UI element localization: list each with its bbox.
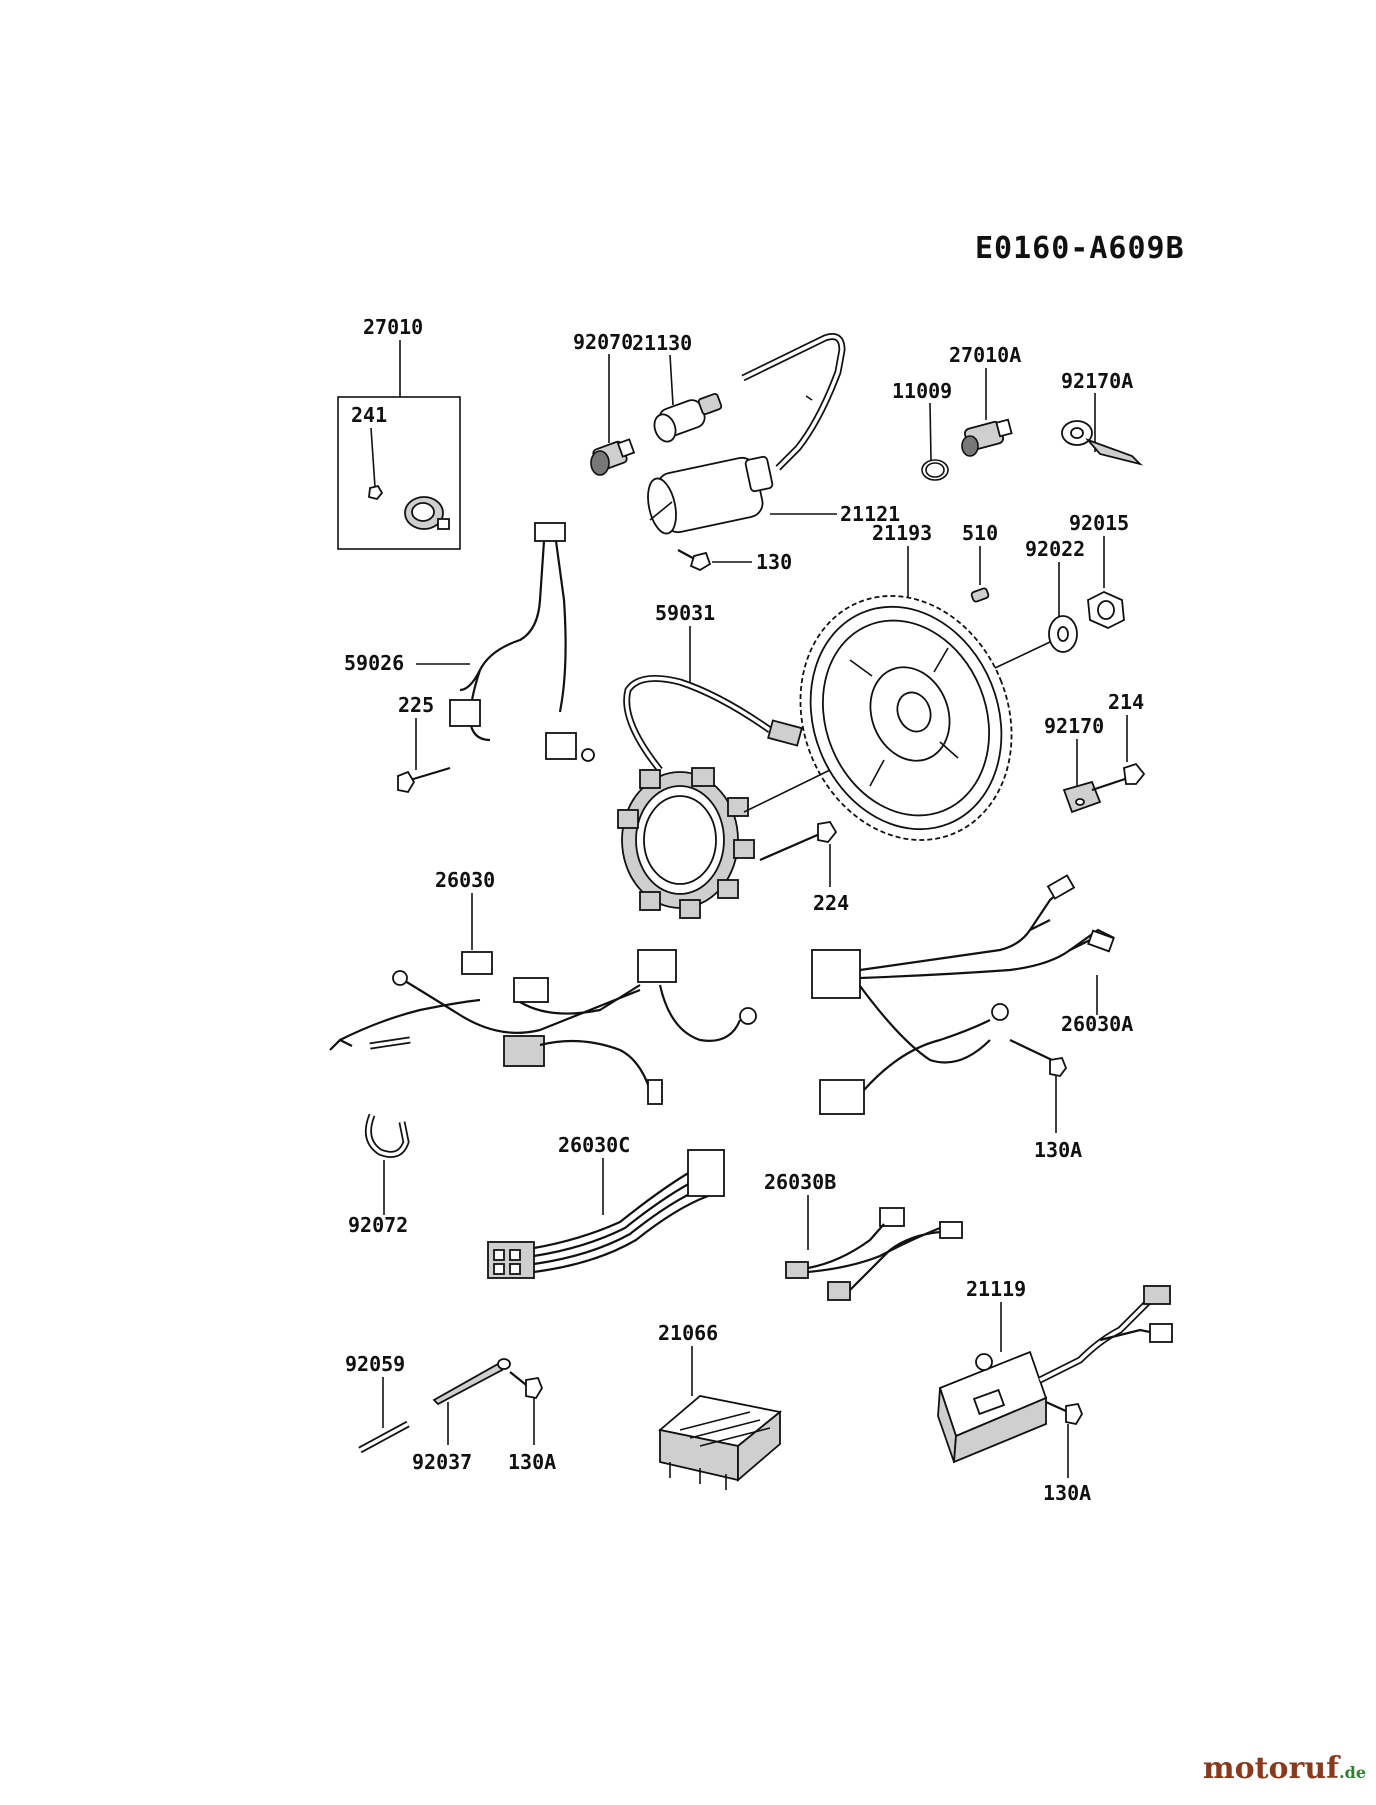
connector-59026-left (449, 699, 481, 727)
sensor-group-21130: 92070 21130 (573, 330, 723, 476)
flywheel-group: 21193 510 92022 92015 (799, 511, 1129, 841)
label-26030B: 26030B (764, 1170, 836, 1194)
connector-26030B-c (879, 1207, 905, 1227)
bolt-130A-2-part (509, 1371, 544, 1400)
harness-group-26030: 26030 (329, 868, 757, 1105)
label-130A-2: 130A (508, 1450, 556, 1474)
bolt-214-part (1091, 762, 1146, 792)
connector-26030B-a (785, 1261, 809, 1279)
harness-group-26030C: 26030C (487, 1133, 725, 1279)
label-92015: 92015 (1069, 511, 1129, 535)
oil-switch-part (368, 484, 450, 530)
bracket-group-92170: 92170 214 (1044, 690, 1146, 814)
ignition-coil-group: 21121 130 (647, 333, 900, 574)
label-21121: 21121 (840, 502, 900, 526)
connector-26030-a (461, 951, 493, 975)
stator-group: 59031 224 (617, 601, 849, 919)
clamp-group-92072: 92072 (348, 1113, 410, 1237)
label-130: 130 (756, 550, 792, 574)
watermark-logo: motoruf.de (1203, 1751, 1366, 1786)
regulator-21066-part (658, 1395, 783, 1490)
connector-21119-b (1149, 1323, 1173, 1343)
label-92022: 92022 (1025, 537, 1085, 561)
harness-group-26030B: 26030B (764, 1170, 963, 1301)
label-241: 241 (351, 403, 387, 427)
watermark-name: motoruf (1202, 1751, 1340, 1786)
bolt-225-part (397, 766, 451, 794)
regulator-group: 21066 (658, 1321, 783, 1490)
label-21193: 21193 (872, 521, 932, 545)
bolt-130-part (677, 549, 712, 572)
label-27010A: 27010A (949, 343, 1021, 367)
stator-connector (767, 719, 803, 747)
diagram-code: E0160-A609B (975, 231, 1185, 266)
label-510: 510 (962, 521, 998, 545)
sensor-21130-part (653, 393, 723, 443)
label-21066: 21066 (658, 1321, 718, 1345)
label-92059: 92059 (345, 1352, 405, 1376)
ignition-coil-21121-part (647, 455, 774, 535)
bracket-92170-part (1062, 780, 1102, 814)
o-ring-11009-part (921, 459, 949, 481)
connector-26030A-main (811, 949, 861, 999)
label-225: 225 (398, 693, 434, 717)
sensor-92070-part (590, 438, 636, 476)
oil-pressure-switch-group: 27010 241 (337, 315, 461, 550)
harness-group-26030A: 26030A 130A (811, 874, 1133, 1162)
connector-26030B-d (939, 1221, 963, 1239)
connector-59026-top (534, 522, 566, 542)
control-unit-group: 21119 130A (937, 1277, 1173, 1505)
label-21119: 21119 (966, 1277, 1026, 1301)
bolt-224-part (759, 821, 838, 862)
kit-box-27010 (337, 396, 461, 550)
control-unit-21119-part (937, 1350, 1048, 1464)
label-130A-1: 130A (1034, 1138, 1082, 1162)
small-parts-group: 92059 92037 130A (345, 1352, 556, 1474)
label-27010: 27010 (363, 315, 423, 339)
label-92170A: 92170A (1061, 369, 1133, 393)
harness-group-59026: 59026 225 (344, 522, 595, 794)
label-59031: 59031 (655, 601, 715, 625)
flywheel-21193-part (799, 595, 1013, 841)
label-92070: 92070 (573, 330, 633, 354)
label-92072: 92072 (348, 1213, 408, 1237)
connector-26030-d (503, 1035, 545, 1067)
connector-26030B-b (827, 1281, 851, 1301)
bolt-130A-1-part (1009, 1039, 1068, 1077)
label-92037: 92037 (412, 1450, 472, 1474)
label-26030A: 26030A (1061, 1012, 1133, 1036)
stator-59031-part (617, 767, 755, 919)
watermark-suffix: .de (1339, 1763, 1366, 1782)
label-21130: 21130 (632, 331, 692, 355)
label-26030C: 26030C (558, 1133, 630, 1157)
clamp-92170A-part (1061, 420, 1143, 466)
switch-group-27010A: 27010A 11009 92170A (892, 343, 1143, 481)
label-59026: 59026 (344, 651, 404, 675)
key-510-part (970, 587, 990, 603)
label-26030: 26030 (435, 868, 495, 892)
label-11009: 11009 (892, 379, 952, 403)
connector-21119-a (1143, 1285, 1171, 1305)
switch-27010A-part (961, 418, 1013, 457)
label-130A-3: 130A (1043, 1481, 1091, 1505)
strap-92037-part (432, 1358, 511, 1406)
connector-59026-right (545, 732, 577, 760)
connector-26030A-lower (819, 1079, 865, 1115)
bolt-130A-3-part (1045, 1400, 1084, 1426)
label-224: 224 (813, 891, 849, 915)
connector-26030-b (513, 977, 549, 1003)
connector-26030-c (637, 949, 677, 983)
label-214: 214 (1108, 690, 1144, 714)
connector-26030C-right (687, 1149, 725, 1197)
label-92170: 92170 (1044, 714, 1104, 738)
